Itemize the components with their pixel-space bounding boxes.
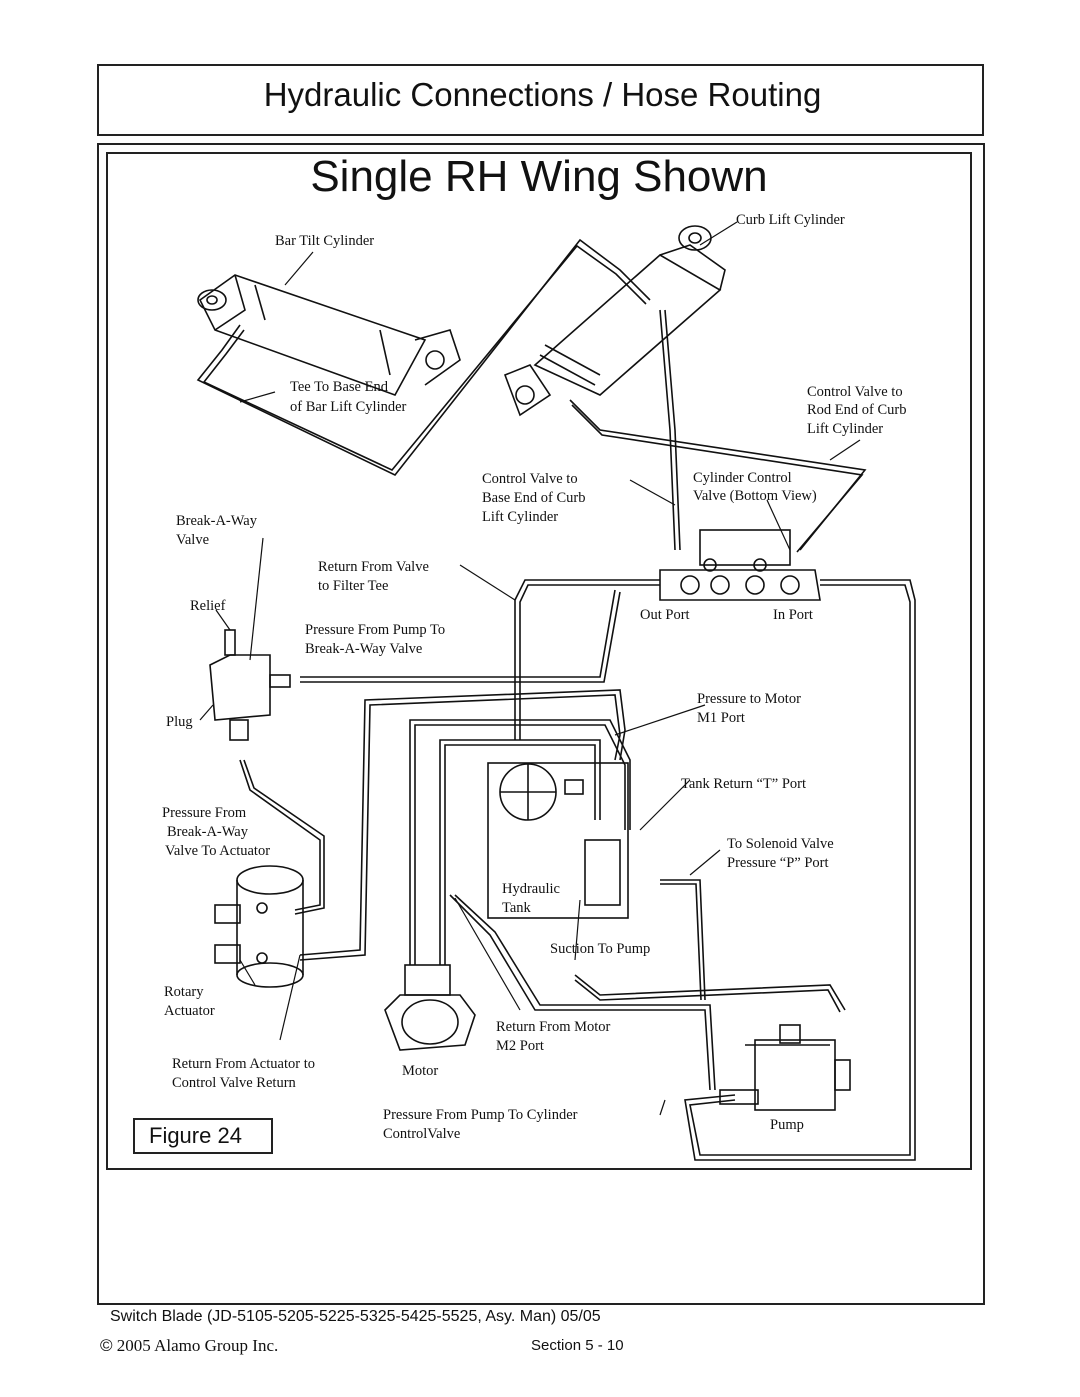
diagram-labels: Curb Lift Cylinder Bar Tilt Cylinder Tee… [162, 212, 906, 1142]
label-tee-base-2: of Bar Lift Cylinder [290, 399, 407, 415]
label-return-motor-1: Return From Motor [496, 1019, 611, 1035]
pump [719, 1024, 851, 1111]
page-title: Hydraulic Connections / Hose Routing [263, 76, 822, 113]
label-return-valve-2: to Filter Tee [318, 578, 388, 594]
footer-section: Section 5 - 10 [531, 1337, 624, 1354]
hydraulic-tank [487, 762, 629, 919]
label-in-port: In Port [773, 607, 813, 623]
break-away-valve [209, 629, 291, 741]
label-cv-base-1: Control Valve to [482, 471, 578, 487]
diagram-title: Single RH Wing Shown [310, 152, 768, 201]
label-pressure-pump-1: Pressure From Pump To [305, 622, 445, 638]
label-cv-rod-3: Lift Cylinder [807, 421, 883, 437]
label-pressure-pump-2: Break-A-Way Valve [305, 641, 422, 657]
label-cv-rod-1: Control Valve to [807, 384, 903, 400]
footer-copyright: © 2005 Alamo Group Inc. [100, 1336, 278, 1356]
label-hydraulic-tank-1: Hydraulic [502, 881, 560, 897]
curb-lift-cylinder [503, 225, 726, 417]
label-bar-tilt-cylinder: Bar Tilt Cylinder [275, 233, 374, 249]
label-pressure-cyl-2: ControlValve [383, 1126, 460, 1142]
label-pressure-motor-1: Pressure to Motor [697, 691, 801, 707]
label-rotary-1: Rotary [164, 984, 204, 1000]
label-suction: Suction To Pump [550, 941, 650, 957]
figure-label: Figure 24 [133, 1118, 273, 1154]
label-break-away-2: Valve [176, 532, 209, 548]
label-relief: Relief [190, 598, 226, 614]
label-solenoid-1: To Solenoid Valve [727, 836, 834, 852]
label-tee-base-1: Tee To Base End [290, 379, 389, 395]
label-tank-return: Tank Return “T” Port [681, 776, 806, 792]
label-pressure-cyl-1: Pressure From Pump To Cylinder [383, 1107, 578, 1123]
label-pump: Pump [770, 1117, 804, 1133]
label-return-valve-1: Return From Valve [318, 559, 429, 575]
label-rotary-2: Actuator [164, 1003, 215, 1019]
label-pressure-bav-3: Valve To Actuator [165, 843, 270, 859]
label-pressure-motor-2: M1 Port [697, 710, 745, 726]
label-hydraulic-tank-2: Tank [502, 900, 532, 916]
copyright-text: 2005 Alamo Group Inc. [112, 1336, 279, 1355]
label-motor: Motor [402, 1063, 438, 1079]
cylinder-control-valve [659, 529, 821, 601]
label-cv-rod-2: Rod End of Curb [807, 402, 906, 418]
bar-tilt-cylinder [197, 274, 461, 396]
label-curb-lift-cylinder: Curb Lift Cylinder [736, 212, 845, 228]
label-return-actuator-1: Return From Actuator to [172, 1056, 315, 1072]
label-break-away-1: Break-A-Way [176, 513, 258, 529]
header-box: Hydraulic Connections / Hose Routing [97, 64, 984, 136]
leader-lines [199, 221, 861, 1116]
label-solenoid-2: Pressure “P” Port [727, 855, 829, 871]
rotary-actuator [214, 865, 304, 988]
label-pressure-bav-2: Break-A-Way [167, 824, 249, 840]
label-cv-base-2: Base End of Curb [482, 490, 586, 506]
hose-lines [196, 238, 916, 1161]
label-out-port: Out Port [640, 607, 690, 623]
label-cyl-ctrl-1: Cylinder Control [693, 470, 792, 486]
footer-model: Switch Blade (JD-5105-5205-5225-5325-542… [110, 1308, 601, 1325]
label-cyl-ctrl-2: Valve (Bottom View) [693, 488, 817, 504]
label-return-motor-2: M2 Port [496, 1038, 544, 1054]
motor [384, 964, 476, 1051]
diagram-frame [106, 152, 972, 1170]
content-frame [97, 143, 985, 1305]
label-plug: Plug [166, 714, 193, 730]
copyright-symbol: © [100, 1336, 113, 1355]
label-cv-base-3: Lift Cylinder [482, 509, 558, 525]
label-return-actuator-2: Control Valve Return [172, 1075, 297, 1091]
label-pressure-bav-1: Pressure From [162, 805, 247, 821]
